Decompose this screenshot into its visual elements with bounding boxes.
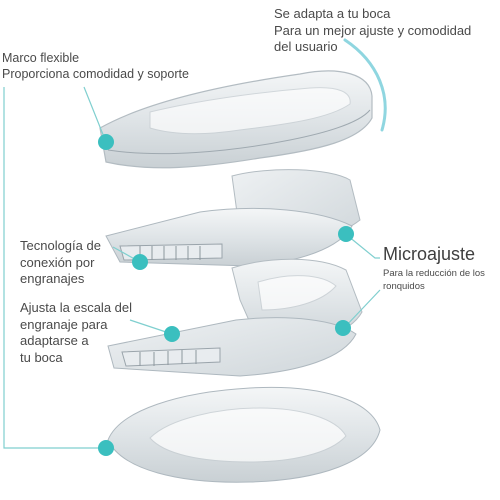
label-marco-line-2: Proporciona comodidad y soporte [2,67,189,81]
label-adapta-line-1: Se adapta a tu boca [274,6,391,21]
label-tecnologia-line-1: Tecnología de [20,238,101,253]
label-microajuste-title: Microajuste [383,244,476,264]
label-adapta-line-3: del usuario [274,39,338,55]
fit-arc-decoration [343,38,387,132]
label-tecnologia-line-3: engranajes [20,271,85,287]
label-escala: Ajusta la escala del engranaje para adap… [20,300,132,367]
leader-line-bottom [3,87,106,449]
marker-dot-bottom [98,440,114,456]
marker-dot-microajuste [338,226,354,242]
bottom-tray-layer [107,386,381,483]
top-frame-layer [99,70,373,169]
label-adapta: Se adapta a tu boca Para un mejor ajuste… [274,6,471,56]
label-tecnologia-line-2: conexión por [20,254,95,270]
leader-line-microajuste [347,235,380,259]
marker-dot-escala [164,326,180,342]
marker-dot-tecnologia [132,254,148,270]
leader-line-micro-2 [343,289,381,329]
label-marco-line-1: Marco flexible [2,51,80,65]
label-escala-line-2: engranaje para [20,316,108,332]
label-marco: Marco flexible Proporciona comodidad y s… [2,50,189,82]
gear-plate-layer [105,169,361,267]
label-microajuste-line-2: ronquidos [383,280,425,292]
label-escala-line-4: tu boca [20,349,63,365]
leader-line-marco [83,86,107,143]
marker-dot-marco [98,134,114,150]
marker-dot-micro-2 [335,320,351,336]
label-tecnologia: Tecnología de conexión por engranajes [20,238,101,288]
label-microajuste: Microajuste Para la reducción de los ron… [383,243,485,294]
label-escala-line-1: Ajusta la escala del [20,300,133,315]
label-adapta-line-2: Para un mejor ajuste y comodidad [274,22,472,38]
label-escala-line-3: adaptarse a [20,333,89,349]
label-microajuste-line-1: Para la reducción de los [383,268,485,280]
scale-tray-layer [107,317,357,377]
marker-dots [98,134,354,456]
